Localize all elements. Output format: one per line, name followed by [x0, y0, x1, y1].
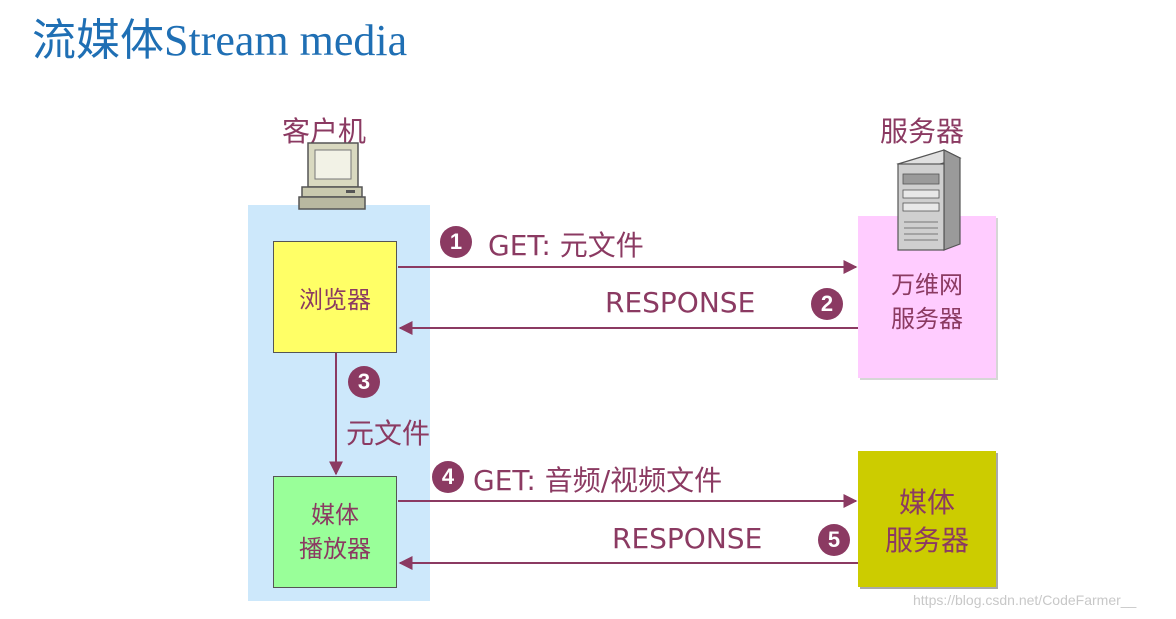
web-server-label-line1: 万维网	[891, 271, 963, 299]
media-server-label-line1: 媒体	[898, 486, 955, 519]
player-label-line1: 媒体	[311, 501, 359, 529]
media-server-panel	[858, 451, 996, 587]
server-icon	[896, 149, 962, 251]
server-caption: 服务器	[880, 115, 965, 148]
page-title: 流媒体Stream media	[32, 16, 408, 65]
computer-icon	[298, 142, 366, 210]
watermark: https://blog.csdn.net/CodeFarmer__	[913, 592, 1137, 608]
step-2-label: RESPONSE	[605, 286, 756, 319]
player-label-line2: 播放器	[299, 535, 371, 563]
step-1-label: GET: 元文件	[488, 229, 644, 262]
step-4-badge: 4	[432, 461, 464, 493]
browser-box: 浏览器	[273, 241, 397, 353]
step-3-badge: 3	[348, 366, 380, 398]
browser-label: 浏览器	[299, 285, 371, 314]
step-5-badge: 5	[818, 524, 850, 556]
step-5-label: RESPONSE	[612, 522, 763, 555]
media-player-box: 媒体 播放器	[273, 476, 397, 588]
step-3-label: 元文件	[346, 417, 431, 450]
web-server-label-line2: 服务器	[891, 305, 963, 333]
step-4-label: GET: 音频/视频文件	[473, 464, 723, 497]
media-server-label: 媒体 服务器	[858, 484, 996, 560]
web-server-label: 万维网 服务器	[858, 268, 996, 336]
step-2-badge: 2	[811, 288, 843, 320]
step-1-badge: 1	[440, 226, 472, 258]
media-server-label-line2: 服务器	[884, 524, 969, 557]
